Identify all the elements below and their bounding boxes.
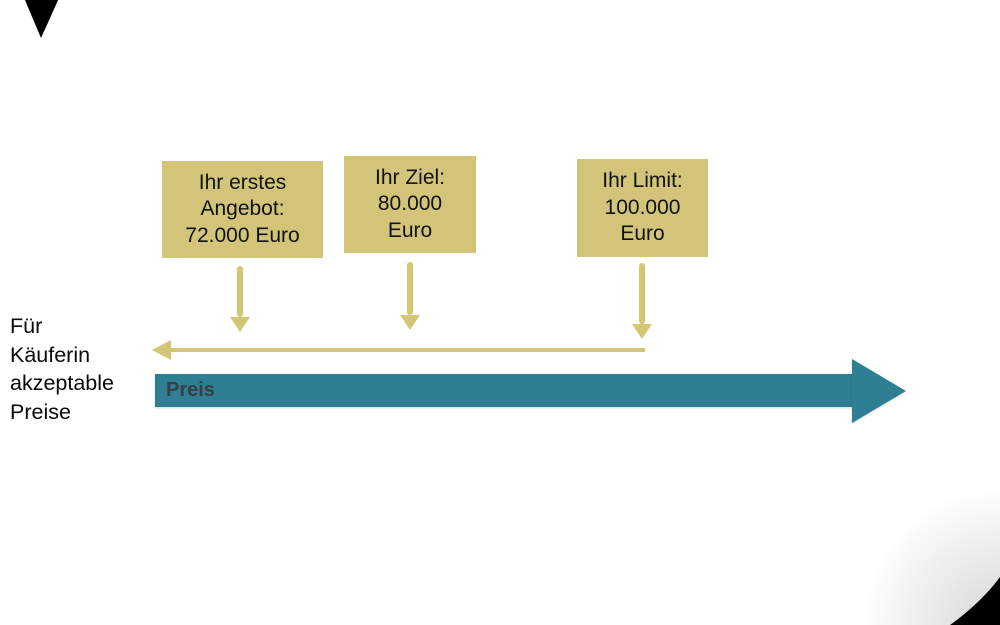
down-arrow-limit-head-icon (632, 324, 652, 339)
price-axis-label: Preis (166, 379, 215, 401)
buyer-caption-line: akzeptable (10, 371, 114, 395)
acceptable-range-arrow (169, 348, 645, 352)
buyer-caption: Für Käuferin akzeptable Preise (10, 312, 155, 426)
corner-fold-bottom-right-icon (950, 577, 1000, 625)
corner-shadow (850, 495, 1000, 625)
acceptable-range-arrow-head-icon (152, 340, 171, 360)
offer-box-line: Ihr erstes (198, 170, 287, 194)
target-box-line: Ihr Ziel: (374, 165, 445, 189)
price-axis-arrow-head-icon (852, 359, 906, 423)
corner-fold-top-left-icon (25, 0, 58, 38)
down-arrow-offer (237, 266, 243, 317)
down-arrow-target (407, 262, 413, 315)
limit-box-line: 100.000 (604, 195, 681, 219)
buyer-caption-line: Käuferin (10, 342, 91, 367)
limit-box-line: Ihr Limit: (602, 169, 683, 193)
buyer-caption-line: Preise (10, 399, 71, 424)
offer-box-line: Angebot: (200, 197, 285, 221)
target-box-line: Euro (387, 218, 433, 242)
buyer-caption-line: Für (10, 314, 43, 338)
target-box: Ihr Ziel: 80.000 Euro (344, 156, 476, 253)
offer-box: Ihr erstes Angebot: 72.000 Euro (162, 161, 323, 258)
offer-box-line: 72.000 Euro (185, 223, 300, 247)
limit-box: Ihr Limit: 100.000 Euro (577, 159, 708, 257)
limit-box-line: Euro (620, 222, 665, 246)
target-box-line: 80.000 (377, 192, 443, 216)
price-axis-arrow: Preis (155, 374, 853, 407)
down-arrow-limit (639, 263, 645, 324)
down-arrow-target-head-icon (400, 315, 420, 330)
down-arrow-offer-head-icon (230, 317, 250, 332)
